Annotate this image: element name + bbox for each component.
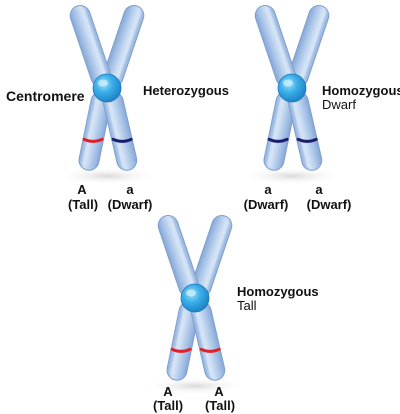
trait-label: (Tall) <box>152 398 184 413</box>
centromere <box>92 73 122 103</box>
allele-label: a <box>126 182 134 197</box>
centromere-highlight <box>283 79 293 87</box>
allele-band-left <box>170 347 192 353</box>
chromosome-shadow <box>240 167 344 185</box>
lower-arm <box>287 91 323 171</box>
genotype-label-heterozygous: Heterozygous <box>143 83 229 98</box>
upper-arm <box>157 214 200 298</box>
genotype-label-homozygous: Homozygous <box>322 83 400 98</box>
genotype-trait-label: Dwarf <box>322 97 356 112</box>
allele-label: A <box>77 182 87 197</box>
chromosome <box>55 4 159 185</box>
allele-band-right <box>296 137 318 143</box>
allele-band-right <box>199 347 221 353</box>
chromosome <box>143 214 247 395</box>
chromosome-shadow <box>143 377 247 395</box>
centromere-highlight <box>186 289 196 297</box>
trait-label: (Dwarf) <box>243 197 289 212</box>
centromere <box>277 73 307 103</box>
allele-band-left <box>267 137 289 143</box>
allele-label: A <box>214 384 224 399</box>
chromosome-shadow <box>55 167 159 185</box>
genotype-trait-label: Tall <box>237 298 257 313</box>
allele-band-right <box>111 137 133 143</box>
trait-label: (Dwarf) <box>306 197 352 212</box>
centromere-highlight <box>98 79 108 87</box>
centromere-label: Centromere <box>6 88 85 104</box>
centromere <box>180 283 210 313</box>
chromosome <box>240 4 344 185</box>
lower-arm <box>263 91 297 171</box>
allele-label: a <box>264 182 272 197</box>
allele-label: a <box>315 182 323 197</box>
allele-band-left <box>82 137 104 143</box>
trait-label: (Tall) <box>204 398 236 413</box>
trait-label: (Dwarf) <box>107 197 153 212</box>
genotype-label-homozygous: Homozygous <box>237 284 319 299</box>
allele-label: A <box>163 384 173 399</box>
trait-label: (Tall) <box>67 197 99 212</box>
